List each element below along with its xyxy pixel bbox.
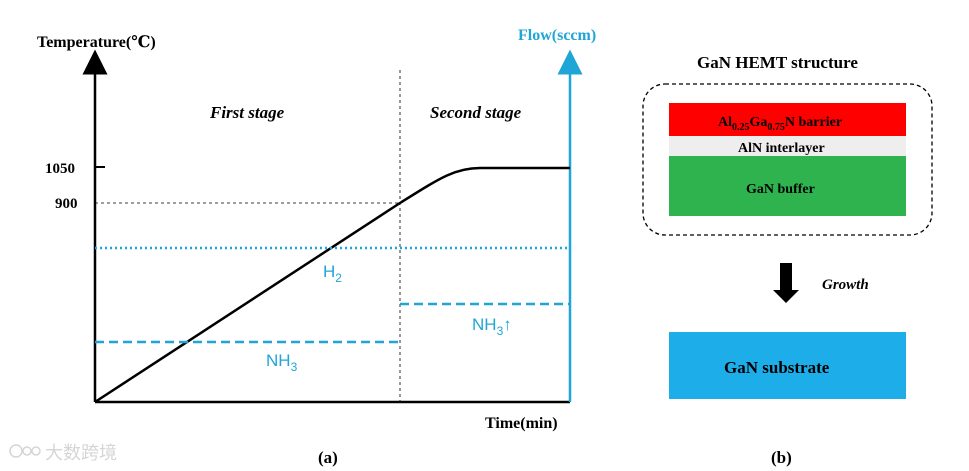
barrier-layer	[669, 103, 906, 136]
temperature-curve	[94, 166, 570, 404]
first-stage-label: First stage	[209, 103, 285, 122]
panel-b: GaN HEMT structure Al0.25Ga0.75N barrier…	[642, 53, 933, 467]
substrate-label: GaN substrate	[724, 358, 830, 377]
substrate-block	[669, 332, 906, 399]
x-axis-label: Time(min)	[485, 415, 558, 432]
second-stage-label: Second stage	[430, 103, 522, 122]
panel-a: Temperature(℃) Flow(sccm) Time(min) 1050…	[37, 27, 596, 467]
y-axis-label: Temperature(℃)	[37, 34, 156, 51]
watermark-text: 大数跨境	[45, 443, 117, 463]
h2-label: H2	[323, 262, 342, 285]
nh3-increase-label: NH3↑	[472, 315, 512, 338]
hemt-title: GaN HEMT structure	[697, 53, 858, 72]
nh3-label: NH3	[266, 351, 298, 374]
panel-a-caption: (a)	[318, 448, 338, 467]
panel-b-caption: (b)	[771, 448, 792, 467]
growth-arrow-icon	[773, 263, 799, 303]
buffer-layer	[669, 156, 906, 216]
watermark: 大数跨境	[9, 443, 117, 463]
tick-1050-label: 1050	[45, 161, 75, 177]
hemt-structure-box	[642, 83, 933, 236]
tick-900-label: 900	[55, 196, 78, 212]
flow-axis-label: Flow(sccm)	[518, 27, 596, 44]
watermark-logo-icon	[9, 444, 23, 458]
interlayer-label: AlN interlayer	[738, 141, 825, 156]
buffer-label: GaN buffer	[746, 182, 815, 197]
barrier-label: Al0.25Ga0.75N barrier	[718, 115, 842, 133]
growth-label: Growth	[822, 277, 869, 293]
interlayer	[669, 136, 906, 156]
